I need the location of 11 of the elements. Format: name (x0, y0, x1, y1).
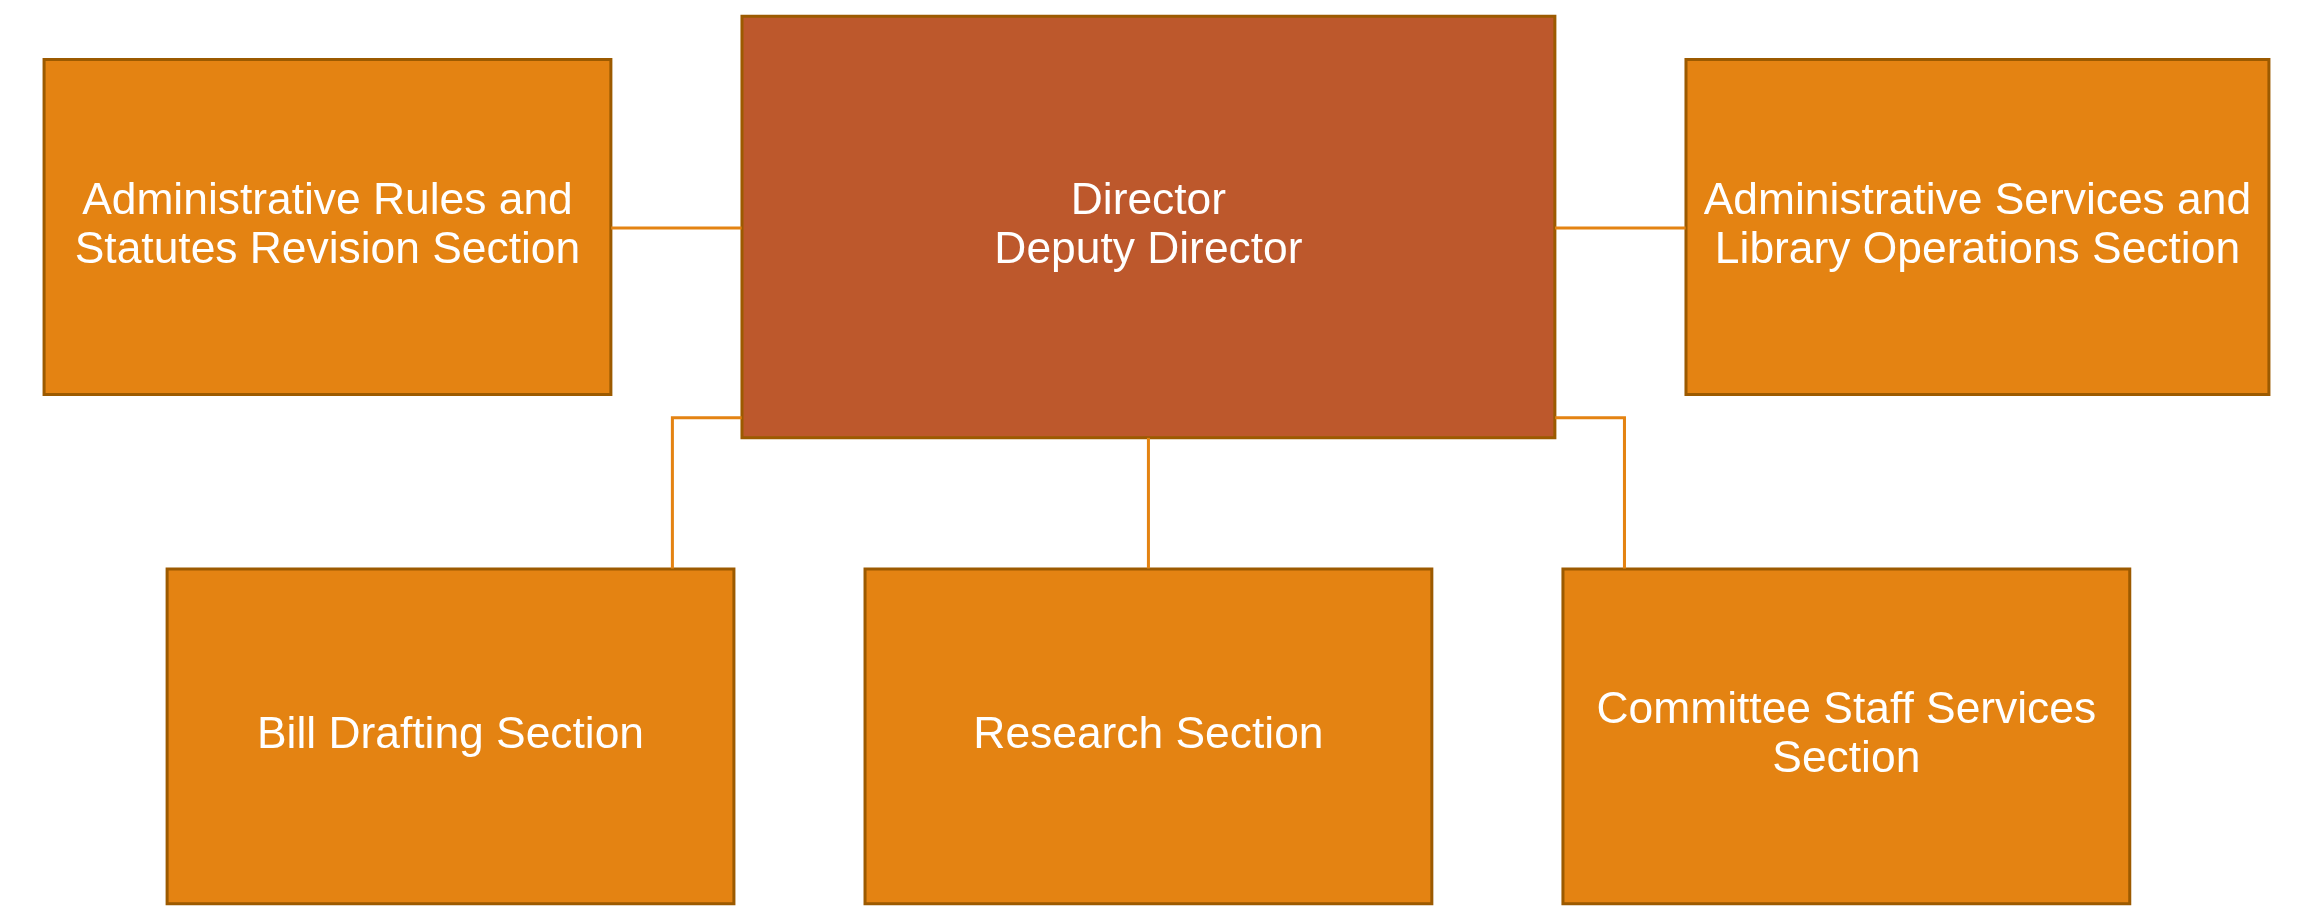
node-box: Director Deputy Director (740, 14, 1557, 440)
connector (670, 416, 742, 569)
connector (611, 226, 742, 230)
connector (1146, 437, 1150, 569)
node-box: Bill Drafting Section (165, 567, 736, 906)
node-box: Research Section (863, 567, 1434, 906)
node-box: Committee Staff Services Section (1561, 567, 2132, 906)
node-box: Administrative Rules and Statutes Revision Section (42, 58, 613, 396)
connector (1555, 226, 1686, 230)
connector (1555, 416, 1626, 569)
node-box: Administrative Services and Library Operations Section (1684, 58, 2271, 396)
